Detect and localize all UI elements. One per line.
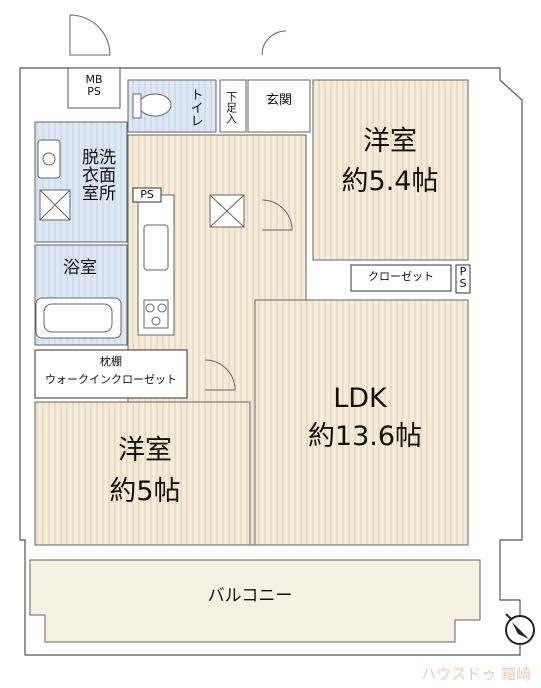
washroom-label: 脱洗 衣面 室所 bbox=[82, 148, 116, 204]
western-room-2-floor bbox=[34, 401, 251, 546]
balcony-area bbox=[29, 559, 481, 643]
walk-in-closet-box bbox=[34, 349, 188, 399]
entrance-label: 玄関 bbox=[265, 93, 292, 108]
western-room-2-name: 洋室 bbox=[118, 435, 172, 466]
western-room-1-floor bbox=[312, 79, 469, 261]
toilet-label: トイレ bbox=[187, 87, 203, 127]
shoe-storage-label: 下足入 bbox=[224, 90, 238, 124]
entrance-floor bbox=[247, 79, 311, 133]
balcony-label: バルコニー bbox=[207, 586, 293, 606]
north-arrow-icon bbox=[505, 613, 535, 645]
western-room-1-name: 洋室 bbox=[363, 126, 417, 157]
watermark: ハウスドゥ 箱崎 bbox=[421, 665, 531, 683]
ps-label-2: P S bbox=[459, 265, 467, 290]
closet-box bbox=[350, 264, 452, 292]
ps-box-1 bbox=[132, 187, 162, 203]
ldk-size: 約13.6帖 bbox=[307, 421, 423, 452]
ldk-name: LDK bbox=[333, 383, 387, 414]
ldk-floor bbox=[254, 299, 469, 546]
ps-box-2 bbox=[455, 264, 471, 294]
walk-in-closet-label: ウォークインクローゼット bbox=[45, 373, 177, 386]
western-room-2-size: 約5帖 bbox=[109, 476, 181, 507]
ps-label-1: PS bbox=[140, 188, 154, 201]
pillow-shelf-label: 枕棚 bbox=[100, 355, 122, 368]
bathroom-label: 浴室 bbox=[63, 258, 97, 278]
closet-label: クローゼット bbox=[368, 270, 434, 283]
mb-ps-label: MB PS bbox=[85, 73, 103, 98]
western-room-1-size: 約5.4帖 bbox=[341, 166, 439, 197]
shoe-storage bbox=[219, 79, 247, 133]
mb-ps-box bbox=[67, 67, 121, 109]
kitchen-sink bbox=[143, 224, 169, 271]
